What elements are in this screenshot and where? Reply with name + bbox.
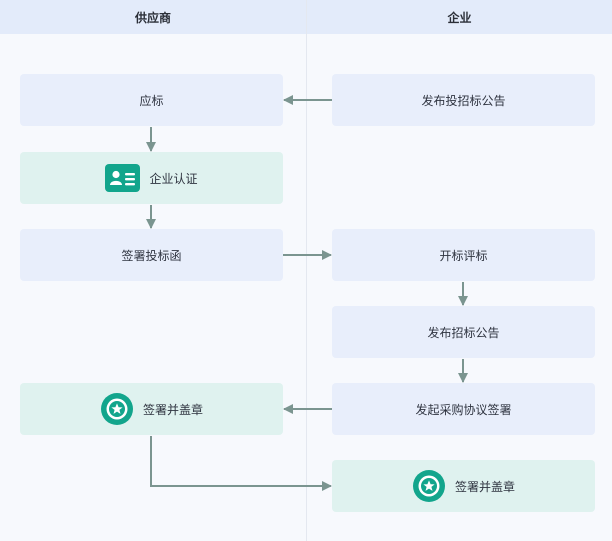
star-badge-icon <box>412 469 446 503</box>
node-label: 发布招标公告 <box>427 325 500 340</box>
node-enterprise-cert[interactable]: 企业认证 <box>20 152 283 204</box>
id-card-icon <box>105 164 141 192</box>
node-label: 应标 <box>139 93 164 108</box>
node-bid[interactable]: 应标 <box>20 74 283 126</box>
node-open-evaluate-bids[interactable]: 开标评标 <box>332 229 595 281</box>
node-sign-and-seal-enterprise[interactable]: 签署并盖章 <box>332 460 595 512</box>
node-label: 企业认证 <box>149 171 198 186</box>
node-label: 签署并盖章 <box>142 402 203 417</box>
star-badge-icon <box>100 392 134 426</box>
node-publish-award-notice[interactable]: 发布招标公告 <box>332 306 595 358</box>
node-initiate-procurement-signing[interactable]: 发起采购协议签署 <box>332 383 595 435</box>
node-label: 发起采购协议签署 <box>415 402 512 417</box>
node-label: 开标评标 <box>439 248 488 263</box>
node-sign-bid-letter[interactable]: 签署投标函 <box>20 229 283 281</box>
node-publish-tender-notice[interactable]: 发布投招标公告 <box>332 74 595 126</box>
arrow-seal-supplier-to-seal-enterprise <box>150 436 332 491</box>
node-sign-and-seal-supplier[interactable]: 签署并盖章 <box>20 383 283 435</box>
lane-header-enterprise: 企业 <box>307 0 612 34</box>
node-label: 签署投标函 <box>121 248 182 263</box>
node-label: 签署并盖章 <box>454 479 515 494</box>
lane-header-supplier: 供应商 <box>0 0 306 34</box>
lane-divider <box>306 0 307 541</box>
node-label: 发布投招标公告 <box>421 93 506 108</box>
